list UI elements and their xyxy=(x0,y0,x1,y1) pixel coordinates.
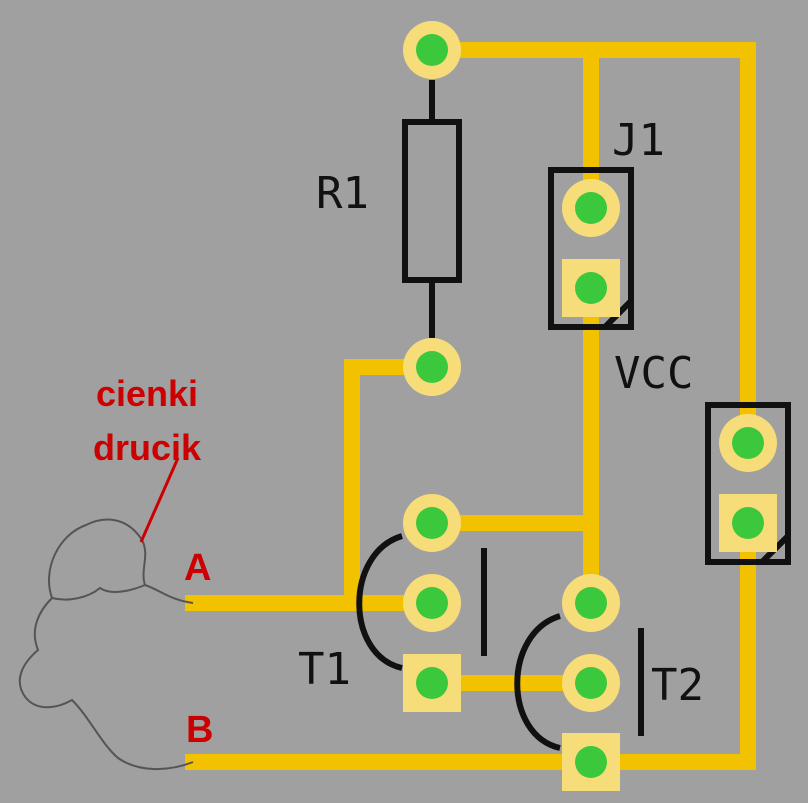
pad-j1-2 xyxy=(562,259,620,317)
label-t1: T1 xyxy=(298,644,351,695)
annotation-pointer xyxy=(139,457,180,543)
thin-wire-loop xyxy=(48,518,147,599)
pad-r1-top xyxy=(403,21,461,79)
pad-vcc-2 xyxy=(719,494,777,552)
trace-top-bus xyxy=(424,42,756,451)
j1-outline xyxy=(548,167,634,330)
pad-j1-1 xyxy=(562,179,620,237)
terminal-label-a: A xyxy=(184,547,211,589)
label-t2: T2 xyxy=(651,660,704,711)
label-vcc: VCC xyxy=(614,348,693,399)
t2-outline-arc xyxy=(514,613,561,751)
label-r1: R1 xyxy=(316,168,369,219)
annotation-line-2: drucik xyxy=(93,427,202,468)
pad-t2-1 xyxy=(562,574,620,632)
pad-t1-3 xyxy=(403,654,461,712)
silkscreen xyxy=(356,80,791,751)
trace-b-ground xyxy=(185,515,756,770)
terminal-label-b: B xyxy=(186,709,213,751)
pad-r1-bottom xyxy=(403,338,461,396)
pad-t1-2 xyxy=(403,574,461,632)
pad-t1-1 xyxy=(403,494,461,552)
pad-t2-3 xyxy=(562,733,620,791)
label-j1: J1 xyxy=(612,115,665,166)
pads xyxy=(403,21,777,791)
thin-wire xyxy=(18,583,194,770)
vcc-outline xyxy=(705,402,791,565)
pad-t2-2 xyxy=(562,654,620,712)
t1-outline-arc xyxy=(356,533,403,671)
annotation-line-1: cienki xyxy=(96,373,198,414)
pad-vcc-1 xyxy=(719,414,777,472)
